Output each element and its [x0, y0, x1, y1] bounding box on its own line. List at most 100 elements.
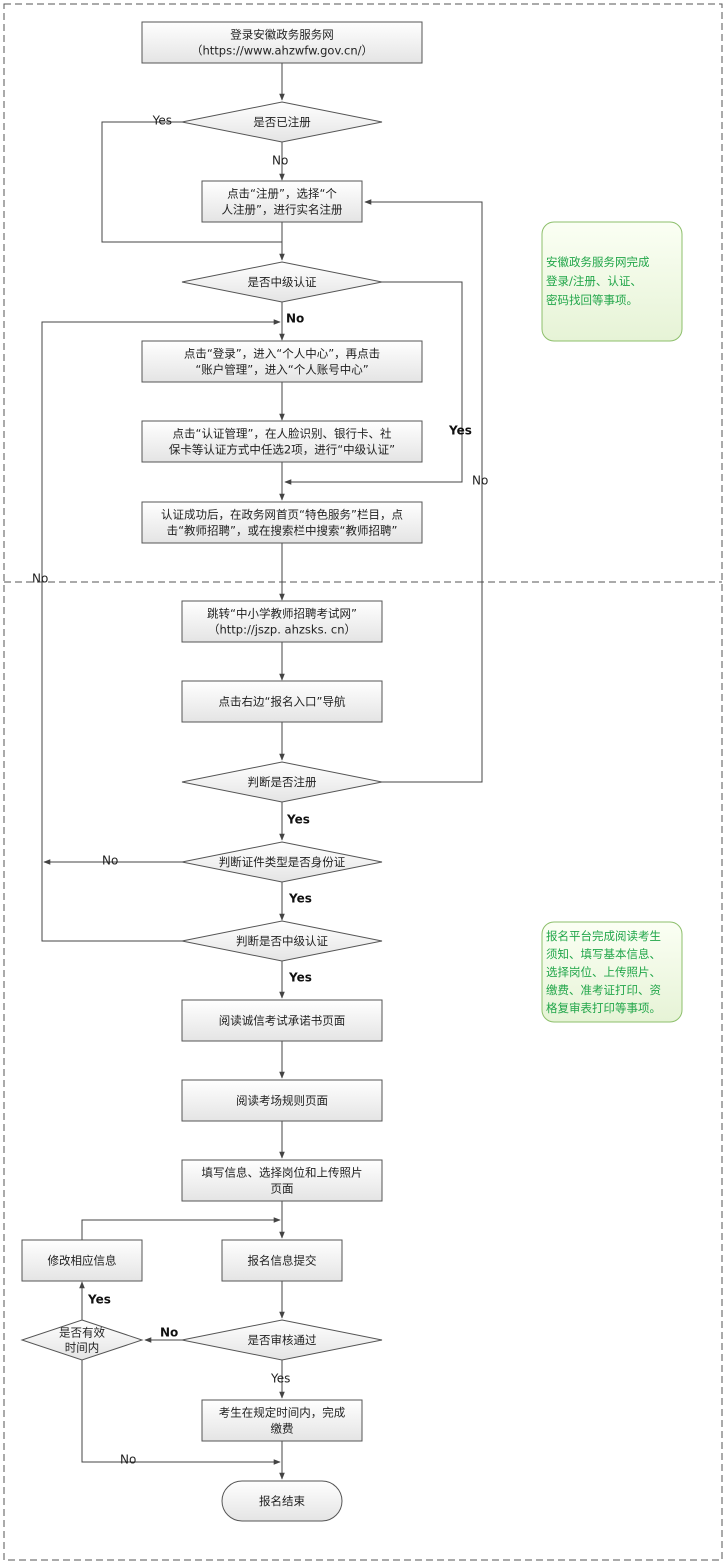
- text-line: 判断是否注册: [248, 775, 317, 789]
- section-frames: [3, 3, 723, 1561]
- end-text: 报名结束: [259, 1494, 305, 1508]
- text-line: 判断证件类型是否身份证: [219, 855, 346, 869]
- edge-label-yes-id-type: Yes: [288, 892, 312, 906]
- text-line: 缴费、准考证打印、资: [546, 983, 661, 997]
- text-line: 考生在规定时间内，完成: [219, 1406, 346, 1420]
- node-cert-manage: [141, 420, 423, 463]
- text-line: 安徽政务服务网完成: [546, 255, 650, 269]
- edge-label-no-id-type: No: [102, 854, 118, 868]
- review-question-text: 是否审核通过: [248, 1333, 317, 1347]
- text-line: 保卡等认证方式中任选2项，进行“中级认证”: [169, 443, 395, 457]
- text-line: 跳转“中小学教师招聘考试网”: [207, 607, 357, 621]
- edge-label-yes-judge-midcert: Yes: [288, 971, 312, 985]
- pay-text: 考生在规定时间内，完成缴费: [219, 1406, 346, 1436]
- node-registered-question: [181, 101, 383, 143]
- node-end: [221, 1480, 343, 1522]
- edge-label-yes-registered: Yes: [152, 114, 172, 128]
- edge-label-yes-midcert: Yes: [448, 424, 472, 438]
- text-line: 判断是否中级认证: [236, 934, 328, 948]
- node-valid-time-question: [20, 1319, 144, 1361]
- judge-midcert-text: 判断是否中级认证: [236, 934, 328, 948]
- read-integrity-text: 阅读诚信考试承诺书页面: [219, 1014, 346, 1028]
- text-line: 登录安徽政务服务网: [230, 28, 334, 42]
- cert-manage-text: 点击“认证管理”，在人脸识别、银行卡、社保卡等认证方式中任选2项，进行“中级认证…: [169, 427, 395, 457]
- edge-label-no-valid-time: No: [120, 1453, 136, 1467]
- text-line: 报名信息提交: [248, 1254, 317, 1268]
- node-signup-entry: [181, 680, 383, 723]
- node-midcert-question: [181, 261, 383, 303]
- text-line: 时间内: [65, 1341, 100, 1355]
- text-line: 选择岗位、上传照片、: [546, 965, 661, 979]
- edge-label-no-right: No: [472, 474, 488, 488]
- judge-id-type-text: 判断证件类型是否身份证: [219, 855, 346, 869]
- register-text: 点击“注册”，选择“个人注册”，进行实名注册: [222, 187, 343, 217]
- node-personal-center: [141, 340, 423, 383]
- text-line: “账户管理”，进入“个人账号中心”: [195, 363, 368, 377]
- text-line: 格复审表打印等事项。: [546, 1001, 661, 1015]
- node-submit: [221, 1239, 343, 1282]
- teacher-recruit-text: 认证成功后，在政务网首页“特色服务”栏目，点击“教师招聘”，或在搜索栏中搜索“教…: [161, 508, 403, 538]
- jump-site-text: 跳转“中小学教师招聘考试网” （http://jszp. ahzsks. cn）: [207, 607, 357, 637]
- node-judge-registered: [181, 761, 383, 803]
- node-judge-id-type: [181, 841, 383, 883]
- text-line: 点击“登录”，进入“个人中心”，再点击: [184, 347, 380, 361]
- node-login: [141, 21, 423, 64]
- text-line: 认证成功后，在政务网首页“特色服务”栏目，点: [161, 508, 403, 522]
- text-line: 页面: [271, 1182, 294, 1196]
- text-line: 是否有效: [59, 1326, 105, 1340]
- edge-label-no-review: No: [160, 1326, 178, 1340]
- text-line: 点击“认证管理”，在人脸识别、银行卡、社: [173, 427, 392, 441]
- text-line: 人注册”，进行实名注册: [222, 203, 343, 217]
- text-line: 点击右边“报名入口”导航: [219, 695, 346, 709]
- text-line: 点击“注册”，选择“个: [227, 187, 337, 201]
- node-read-rules: [181, 1079, 383, 1122]
- node-teacher-recruit: [141, 501, 423, 544]
- node-modify: [21, 1239, 143, 1282]
- text-line: 登录/注册、认证、: [546, 274, 642, 288]
- text-line: 缴费: [271, 1422, 294, 1436]
- edge-label-no-registered: No: [272, 154, 288, 168]
- note-top-text: 安徽政务服务网完成登录/注册、认证、密码找回等事项。: [546, 255, 650, 307]
- valid-time-question-text: 是否有效时间内: [59, 1326, 105, 1355]
- node-read-integrity: [181, 999, 383, 1042]
- midcert-question-text: 是否中级认证: [248, 275, 317, 289]
- text-line: 报名平台完成阅读考生: [546, 929, 661, 943]
- modify-text: 修改相应信息: [48, 1254, 117, 1268]
- text-line: 修改相应信息: [48, 1254, 117, 1268]
- submit-text: 报名信息提交: [248, 1254, 317, 1268]
- read-rules-text: 阅读考场规则页面: [236, 1094, 328, 1108]
- text-line: （http://jszp. ahzsks. cn）: [208, 623, 356, 637]
- text-line: 是否已注册: [253, 115, 311, 129]
- login-text: 登录安徽政务服务网 （https://www.ahzwfw.gov.cn/）: [191, 28, 373, 58]
- text-line: 是否审核通过: [248, 1333, 317, 1347]
- text-line: 报名结束: [259, 1494, 305, 1508]
- judge-registered-text: 判断是否注册: [248, 775, 317, 789]
- connectors: [41, 63, 483, 1480]
- edge-label-yes-valid-time: Yes: [87, 1293, 111, 1307]
- signup-entry-text: 点击右边“报名入口”导航: [219, 695, 346, 709]
- text-line: （https://www.ahzwfw.gov.cn/）: [191, 44, 373, 58]
- text-line: 阅读诚信考试承诺书页面: [219, 1014, 346, 1028]
- personal-center-text: 点击“登录”，进入“个人中心”，再点击 “账户管理”，进入“个人账号中心”: [184, 347, 380, 377]
- node-judge-midcert: [181, 920, 383, 962]
- note-top: [541, 221, 683, 342]
- text-line: 填写信息、选择岗位和上传照片: [202, 1166, 363, 1180]
- node-jump-site: [181, 600, 383, 643]
- text-line: 须知、填写基本信息、: [546, 947, 661, 961]
- fill-info-text: 填写信息、选择岗位和上传照片页面: [202, 1166, 363, 1196]
- edge-label-no-left: No: [32, 572, 48, 586]
- node-pay: [201, 1399, 363, 1442]
- text-line: 密码找回等事项。: [546, 293, 638, 307]
- text-line: 阅读考场规则页面: [236, 1094, 328, 1108]
- edge-label-yes-review: Yes: [270, 1372, 290, 1386]
- edge-label-yes-judge-registered: Yes: [286, 813, 310, 827]
- text-line: 是否中级认证: [248, 275, 317, 289]
- node-fill-info: [181, 1159, 383, 1202]
- registered-question-text: 是否已注册: [253, 115, 311, 129]
- node-register: [201, 180, 363, 223]
- node-review-question: [181, 1319, 383, 1361]
- note-bottom: [541, 921, 683, 1023]
- note-bottom-text: 报名平台完成阅读考生须知、填写基本信息、选择岗位、上传照片、缴费、准考证打印、资…: [546, 929, 661, 1015]
